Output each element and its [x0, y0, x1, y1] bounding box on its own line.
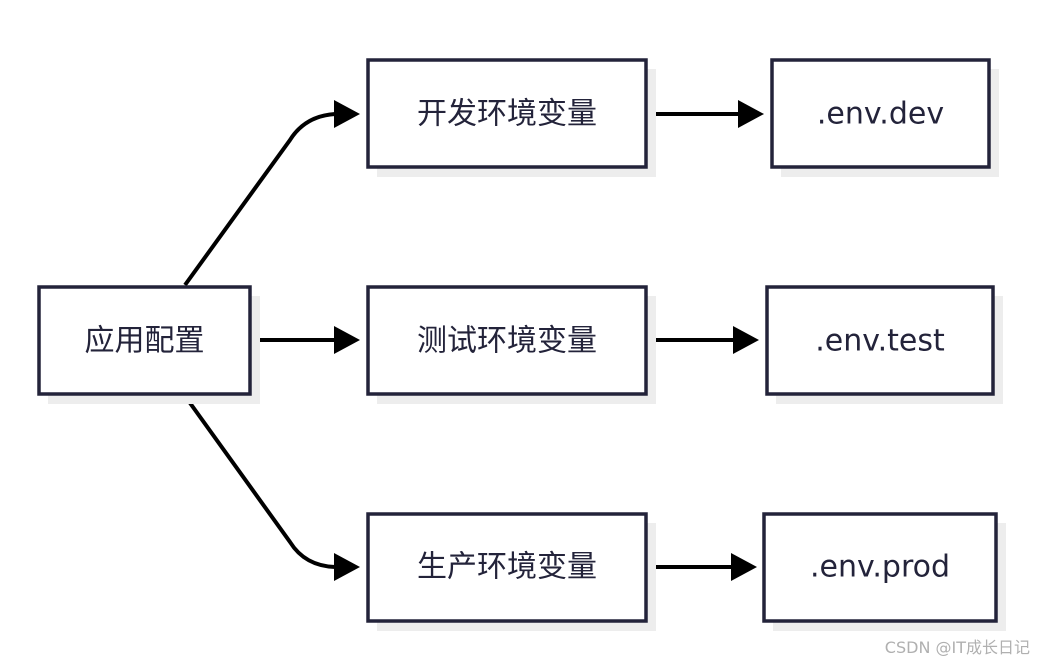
node-prod-env-label: 生产环境变量	[417, 550, 597, 585]
arrowhead-test-env-to-test-file	[733, 326, 759, 354]
node-root-label: 应用配置	[85, 324, 205, 359]
edge-root-to-dev	[183, 112, 340, 287]
node-dev-env: 开发环境变量	[366, 58, 656, 177]
arrowhead-root-to-dev	[334, 100, 360, 128]
arrowhead-root-to-prod	[334, 553, 360, 581]
node-dev-file: .env.dev	[770, 58, 999, 177]
arrowhead-dev-env-to-dev-file	[738, 100, 764, 128]
node-test-file: .env.test	[765, 285, 1003, 404]
node-prod-env: 生产环境变量	[366, 512, 656, 631]
node-test-env-label: 测试环境变量	[417, 324, 597, 359]
node-prod-file-label: .env.prod	[810, 550, 950, 585]
arrowhead-prod-env-to-prod-file	[731, 553, 757, 581]
node-test-env: 测试环境变量	[366, 285, 656, 404]
edge-root-to-prod	[183, 394, 340, 569]
arrowhead-root-to-test	[334, 326, 360, 354]
node-test-file-label: .env.test	[815, 324, 945, 359]
node-dev-env-label: 开发环境变量	[417, 97, 597, 132]
node-root: 应用配置	[37, 285, 260, 404]
node-prod-file: .env.prod	[762, 512, 1006, 631]
watermark: CSDN @IT成长日记	[884, 638, 1030, 657]
node-dev-file-label: .env.dev	[817, 97, 944, 132]
